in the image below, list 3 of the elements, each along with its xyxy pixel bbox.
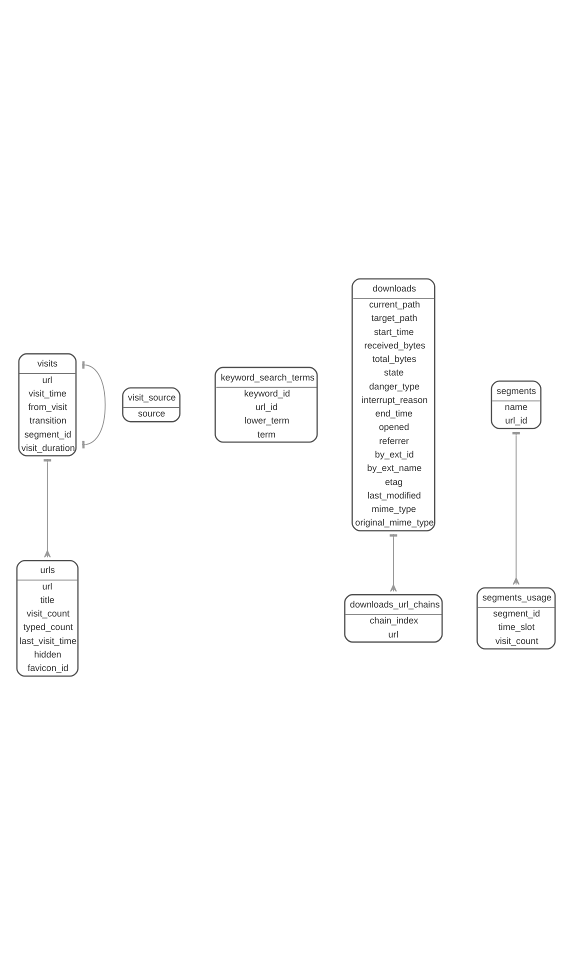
connector: [82, 360, 106, 448]
connector: [512, 430, 520, 584]
connector: [44, 458, 52, 558]
